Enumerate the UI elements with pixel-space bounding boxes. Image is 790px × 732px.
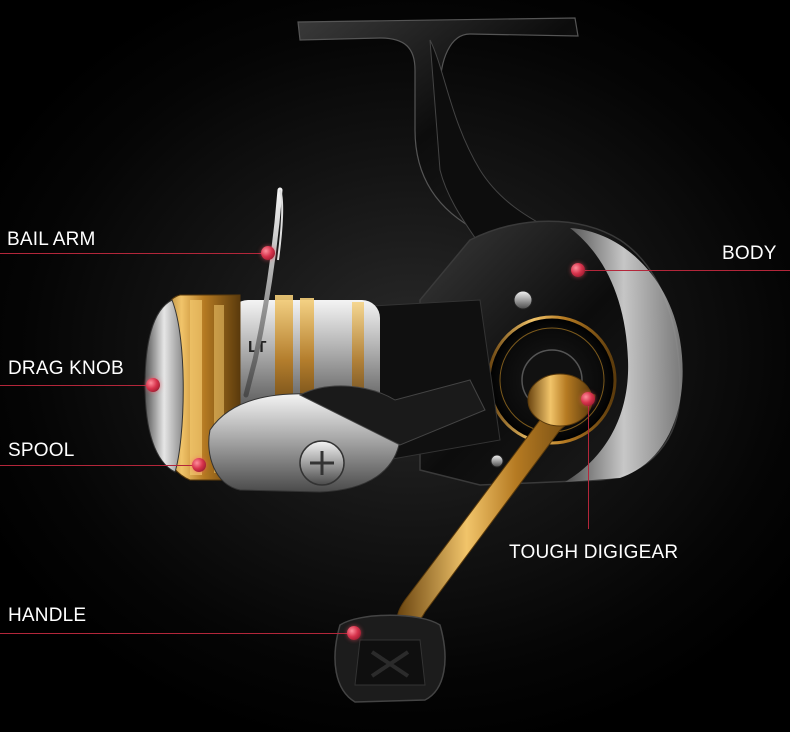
label-tough-digigear: TOUGH DIGIGEAR (509, 542, 679, 563)
label-drag-knob: DRAG KNOB (8, 358, 124, 379)
label-bail-arm: BAIL ARM (7, 229, 96, 250)
marker-bail-arm (261, 246, 275, 260)
leader-line-body (578, 270, 790, 271)
marker-body (571, 263, 585, 277)
marker-spool (192, 458, 206, 472)
leader-line-spool (0, 465, 199, 466)
marker-drag-knob (146, 378, 160, 392)
label-body: BODY (722, 243, 777, 264)
marker-tough-digigear (581, 392, 595, 406)
leader-line-tough-digigear (588, 399, 589, 529)
leader-line-handle (0, 633, 354, 634)
leader-line-bail-arm (0, 253, 268, 254)
leader-line-drag-knob (0, 385, 153, 386)
label-handle: HANDLE (8, 605, 87, 626)
label-spool: SPOOL (8, 440, 75, 461)
marker-handle (347, 626, 361, 640)
